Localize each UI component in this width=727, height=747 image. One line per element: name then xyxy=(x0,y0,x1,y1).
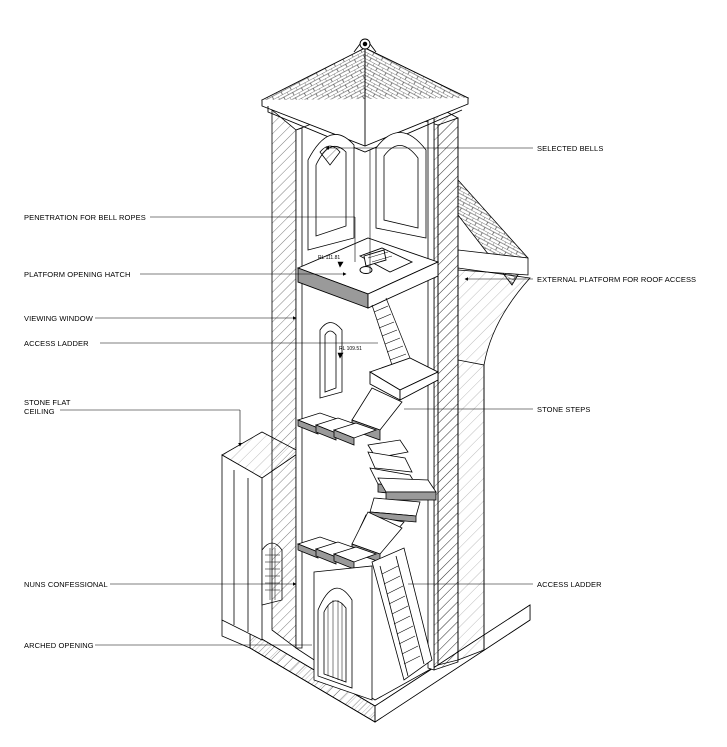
callout-lines xyxy=(60,146,533,646)
front-right-pier xyxy=(427,104,459,671)
belfry-platform xyxy=(296,150,440,309)
label-nuns-confessional: NUNS CONFESSIONAL xyxy=(24,580,108,589)
middle-landing xyxy=(368,357,440,401)
arched-doorway xyxy=(313,565,373,701)
lower-ladder xyxy=(371,547,433,681)
label-stone-steps: STONE STEPS xyxy=(537,405,591,414)
label-stone-flat-ceiling-line1: STONE FLAT xyxy=(24,398,71,407)
label-platform-opening-hatch: PLATFORM OPENING HATCH xyxy=(24,270,131,279)
upper-ladder xyxy=(371,297,411,366)
label-access-ladder-lower: ACCESS LADDER xyxy=(537,580,602,589)
viewing-window xyxy=(319,322,343,399)
front-left-pier xyxy=(271,109,303,649)
belfry-openings xyxy=(307,132,427,251)
label-viewing-window: VIEWING WINDOW xyxy=(24,314,93,323)
label-access-ladder-upper: ACCESS LADDER xyxy=(24,339,89,348)
label-arched-opening: ARCHED OPENING xyxy=(24,641,94,650)
label-penetration-for-bell-ropes: PENETRATION FOR BELL ROPES xyxy=(24,213,146,222)
roof xyxy=(260,38,470,153)
label-selected-bells: SELECTED BELLS xyxy=(537,144,604,153)
upper-spiral-stair xyxy=(296,387,437,537)
level-mark-middle: RL 109.51 xyxy=(339,346,362,352)
label-external-platform: EXTERNAL PLATFORM FOR ROOF ACCESS xyxy=(537,275,697,284)
label-stone-flat-ceiling-line2: CEILING xyxy=(24,407,55,416)
level-mark-upper: RL 111.81 xyxy=(318,255,341,261)
lower-spiral-stair xyxy=(296,511,403,570)
